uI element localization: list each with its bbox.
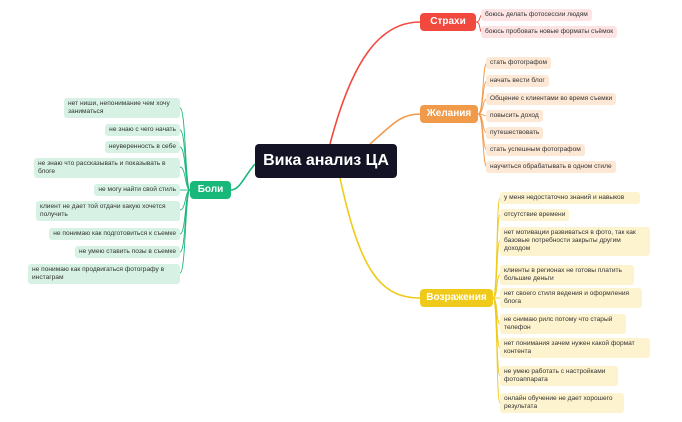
link-objections <box>339 177 421 299</box>
objections-item[interactable]: нет понимания зачем нужен какой формат к… <box>500 338 650 359</box>
central-topic[interactable]: Вика анализ ЦА <box>255 144 397 178</box>
branch-fears[interactable]: Страхи <box>420 13 476 31</box>
pains-item[interactable]: не понимаю как подготовиться к съемке <box>49 228 180 241</box>
wants-item[interactable]: повысить доход <box>486 110 543 123</box>
objections-item[interactable]: отсутствие времени <box>500 209 570 222</box>
objections-item[interactable]: онлайн обучение не дает хорошего результ… <box>500 393 624 414</box>
wants-item[interactable]: путешествовать <box>486 127 544 140</box>
link-wants <box>369 113 421 145</box>
objections-item[interactable]: клиенты в регионах не готовы платить бол… <box>500 265 634 286</box>
branch-pains[interactable]: Боли <box>190 181 231 199</box>
objections-item[interactable]: не снимаю рилс потому что старый телефон <box>500 314 626 335</box>
pains-item[interactable]: не знаю что рассказывать и показывать в … <box>34 158 180 179</box>
wants-item[interactable]: научиться обрабатывать в одном стиле <box>486 161 616 174</box>
link-fears <box>329 21 421 145</box>
link-pains <box>230 163 256 191</box>
fears-item[interactable]: боюсь пробовать новые форматы съёмок <box>481 26 618 39</box>
branch-wants[interactable]: Желания <box>420 105 478 123</box>
objections-item[interactable]: нет своего стиля ведения и оформления бл… <box>500 288 642 309</box>
objections-item[interactable]: не умею работать с настройками фотоаппар… <box>500 366 618 387</box>
pains-item[interactable]: клиент не дает той отдачи какую хочется … <box>36 201 180 222</box>
wants-item[interactable]: начать вести блог <box>486 75 549 88</box>
pains-item[interactable]: нет ниши, непонимание чем хочу заниматьс… <box>64 98 180 119</box>
pains-item[interactable]: не могу найти свой стиль <box>94 184 180 197</box>
wants-item[interactable]: Общение с клиентами во время съемки <box>486 93 617 106</box>
wants-item[interactable]: стать успешным фотографом <box>486 144 585 157</box>
pains-item[interactable]: не умею ставить позы в съемке <box>74 246 180 259</box>
objections-item[interactable]: у меня недостаточно знаний и навыков <box>500 192 640 205</box>
fears-item[interactable]: боюсь делать фотосессии людям <box>481 9 592 22</box>
pains-item[interactable]: не понимаю как продвигаться фотографу в … <box>28 264 180 285</box>
objections-item[interactable]: нет мотивации развиваться в фото, так ка… <box>500 227 650 256</box>
branch-objections[interactable]: Возражения <box>420 289 493 307</box>
pains-item[interactable]: неуверенность в себе <box>104 141 180 154</box>
wants-item[interactable]: стать фотографом <box>486 57 551 70</box>
pains-item[interactable]: не знаю с чего начать <box>105 124 180 137</box>
